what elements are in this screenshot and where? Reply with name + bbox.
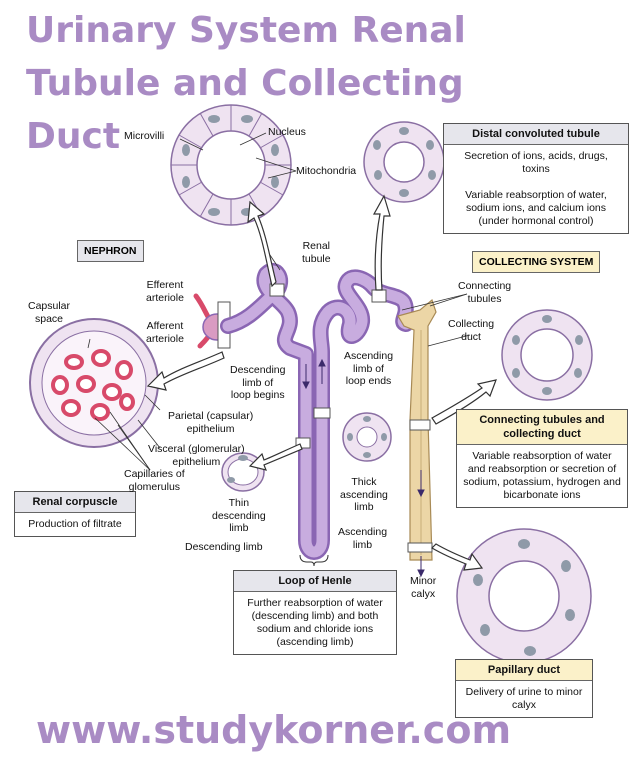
proximal-tubule-cross-section [170, 104, 292, 226]
label-thin-descending: Thin descending limb [212, 497, 266, 534]
connecting-tubules-box: Connecting tubules and collecting duct V… [456, 409, 628, 508]
renal-corpuscle-title: Renal corpuscle [15, 492, 135, 513]
label-parietal-epithelium: Parietal (capsular) epithelium [168, 410, 254, 435]
loop-of-henle-title: Loop of Henle [234, 571, 396, 592]
label-renal-tubule: Renal tubule [302, 240, 331, 265]
site-url: www.studykorner.com [36, 708, 512, 752]
label-nucleus: Nucleus [268, 126, 306, 138]
page-title: Urinary System Renal Tubule and Collecti… [26, 10, 466, 157]
label-descending-begins: Descending limb of loop begins [230, 364, 286, 401]
section-planes [269, 283, 433, 553]
distal-tubule-body: Secretion of ions, acids, drugs, toxins … [464, 150, 608, 227]
label-thick-ascending: Thick ascending limb [340, 476, 388, 513]
loop-of-henle-box: Loop of Henle Further reabsorption of wa… [233, 570, 397, 655]
label-visceral-epithelium: Visceral (glomerular) epithelium [148, 443, 245, 468]
papillary-duct-cross-section [456, 528, 592, 664]
label-afferent-arteriole: Afferent arteriole [146, 320, 184, 345]
renal-corpuscle-body: Production of filtrate [28, 518, 122, 530]
thick-ascending-cross-section [342, 412, 392, 462]
papillary-duct-title: Papillary duct [456, 660, 592, 681]
label-connecting-tubules: Connecting tubules [458, 280, 512, 305]
nephron-tag: NEPHRON [77, 240, 144, 262]
loop-brace [299, 554, 329, 567]
label-efferent-arteriole: Efferent arteriole [146, 279, 184, 304]
label-ascending-ends: Ascending limb of loop ends [344, 350, 394, 387]
connecting-tubules-title: Connecting tubules and collecting duct [457, 410, 627, 445]
renal-corpuscle [29, 318, 159, 448]
label-collecting-duct: Collecting duct [448, 318, 495, 343]
distal-tubule-cross-section [363, 121, 445, 203]
label-minor-calyx: Minor calyx [410, 575, 437, 600]
renal-corpuscle-box: Renal corpuscle Production of filtrate [14, 491, 136, 537]
renal-tubule [220, 262, 414, 560]
label-ascending-limb: Ascending limb [338, 526, 388, 551]
collecting-duct-cross-section [501, 309, 593, 401]
papillary-duct-body: Delivery of urine to minor calyx [465, 686, 583, 711]
leader-lines [87, 132, 471, 471]
loop-of-henle-body: Further reabsorption of water (descendin… [247, 597, 383, 648]
label-capsular-space: Capsular space [28, 300, 71, 325]
label-descending-limb: Descending limb [185, 541, 263, 553]
distal-tubule-title: Distal convoluted tubule [444, 124, 628, 145]
distal-tubule-box: Distal convoluted tubule Secretion of io… [443, 123, 629, 234]
label-mitochondria: Mitochondria [296, 165, 357, 177]
label-capillaries: Capillaries of glomerulus [124, 468, 185, 493]
connecting-tubules-body: Variable reabsorption of water and reabs… [463, 450, 621, 501]
callout-arrows [146, 194, 497, 571]
flow-arrows [302, 358, 425, 578]
papillary-duct-box: Papillary duct Delivery of urine to mino… [455, 659, 593, 718]
collecting-system-tag: COLLECTING SYSTEM [472, 251, 601, 273]
label-microvilli: Microvilli [124, 130, 165, 142]
